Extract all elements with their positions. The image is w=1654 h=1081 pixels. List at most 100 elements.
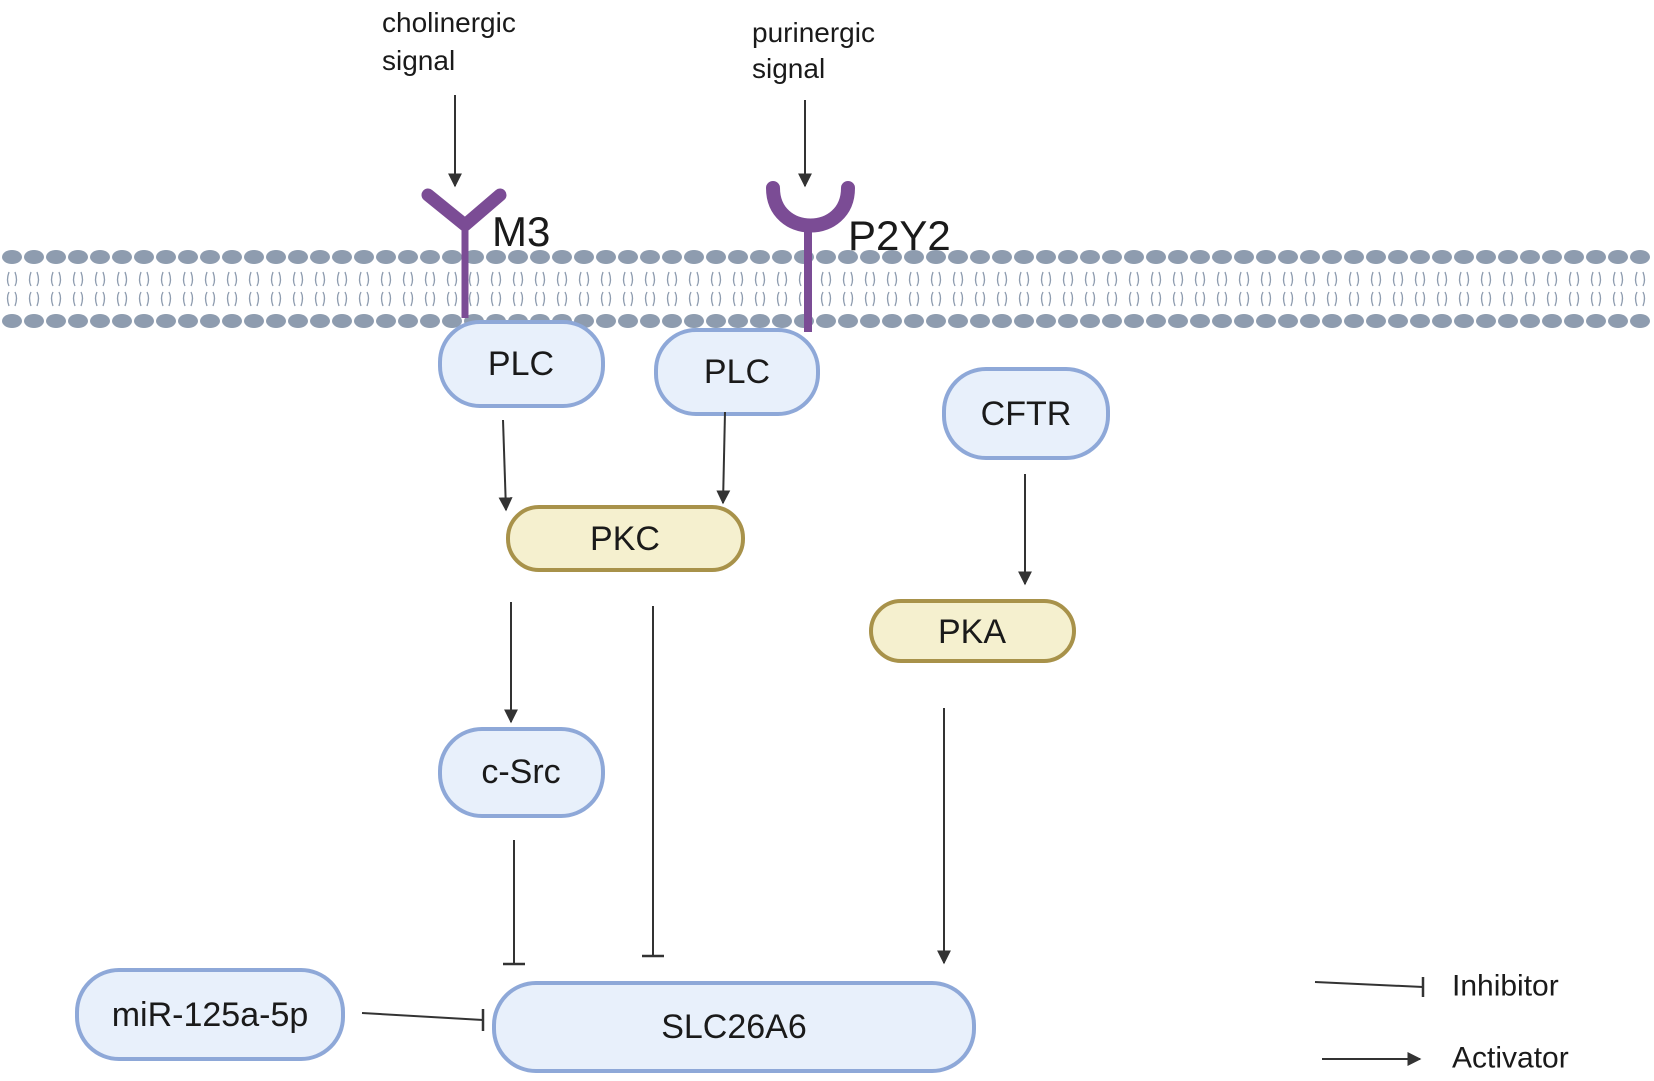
lipid-tail: [1598, 291, 1602, 307]
lipid-tail: [930, 271, 934, 287]
lipid-tail: [498, 291, 502, 307]
lipid-head-inner: [904, 314, 924, 328]
lipid-tail: [1070, 291, 1074, 307]
lipid-tail: [1158, 291, 1162, 307]
lipid-tail: [116, 271, 120, 287]
lipid-head-inner: [1322, 314, 1342, 328]
plc-right-label: PLC: [704, 353, 770, 391]
lipid-tail: [234, 271, 238, 287]
lipid-head-inner: [926, 314, 946, 328]
lipid-tail: [688, 271, 692, 287]
legend-inhibitor-label: Inhibitor: [1452, 970, 1559, 1003]
lipid-tail: [894, 271, 898, 287]
lipid-head-outer: [1432, 250, 1452, 264]
lipid-tail: [204, 291, 208, 307]
lipid-tail: [1414, 271, 1418, 287]
lipid-tail: [138, 291, 142, 307]
csrc-inhibits-slc26a6: [503, 840, 525, 966]
lipid-tail: [102, 271, 106, 287]
lipid-head-outer: [750, 250, 770, 264]
lipid-tail: [696, 271, 700, 287]
lipid-tail: [1400, 291, 1404, 307]
lipid-head-outer: [552, 250, 572, 264]
lipid-head-inner: [200, 314, 220, 328]
lipid-head-outer: [1234, 250, 1254, 264]
lipid-head-outer: [816, 250, 836, 264]
lipid-tail: [762, 291, 766, 307]
mir-label: miR-125a-5p: [112, 996, 309, 1034]
lipid-head-outer: [1410, 250, 1430, 264]
purinergic-signal-line2: signal: [752, 53, 825, 84]
lipid-head-outer: [1344, 250, 1364, 264]
lipid-tail: [1004, 291, 1008, 307]
lipid-tail: [1348, 271, 1352, 287]
lipid-tail: [1260, 291, 1264, 307]
lipid-tail: [996, 271, 1000, 287]
lipid-tail: [1392, 271, 1396, 287]
lipid-tail: [1092, 271, 1096, 287]
lipid-head-outer: [1366, 250, 1386, 264]
lipid-tail: [784, 291, 788, 307]
lipid-tail: [586, 271, 590, 287]
lipid-tail: [556, 271, 560, 287]
lipid-tail: [1598, 271, 1602, 287]
lipid-tail: [1466, 291, 1470, 307]
lipid-tail: [1026, 291, 1030, 307]
lipid-tail: [476, 291, 480, 307]
lipid-head-inner: [750, 314, 770, 328]
lipid-head-outer: [1608, 250, 1628, 264]
plc-right-to-pkc-arrow: [716, 411, 731, 505]
lipid-tail: [1172, 291, 1176, 307]
lipid-head-outer: [398, 250, 418, 264]
lipid-tail: [1590, 271, 1594, 287]
lipid-tail: [960, 291, 964, 307]
lipid-tail: [1238, 271, 1242, 287]
lipid-head-inner: [1080, 314, 1100, 328]
lipid-tail: [1488, 291, 1492, 307]
lipid-tail: [388, 271, 392, 287]
lipid-tail: [1114, 271, 1118, 287]
lipid-tail: [1290, 271, 1294, 287]
lipid-tail: [138, 271, 142, 287]
lipid-tail: [872, 291, 876, 307]
lipid-head-outer: [1542, 250, 1562, 264]
lipid-head-inner: [1476, 314, 1496, 328]
lipid-tail: [1392, 291, 1396, 307]
lipid-head-inner: [1432, 314, 1452, 328]
lipid-tail: [1136, 291, 1140, 307]
lipid-tail: [468, 291, 472, 307]
lipid-tail: [718, 271, 722, 287]
lipid-head-inner: [1520, 314, 1540, 328]
lipid-head-outer: [1520, 250, 1540, 264]
lipid-tail: [248, 291, 252, 307]
lipid-tail: [776, 271, 780, 287]
lipid-head-inner: [1410, 314, 1430, 328]
lipid-tail: [1568, 271, 1572, 287]
lipid-tail: [1334, 271, 1338, 287]
lipid-head-inner: [860, 314, 880, 328]
lipid-tail: [886, 291, 890, 307]
lipid-tail: [600, 291, 604, 307]
lipid-tail: [1246, 271, 1250, 287]
lipid-head-inner: [1366, 314, 1386, 328]
lipid-head-inner: [772, 314, 792, 328]
lipid-tail: [1612, 271, 1616, 287]
lipid-head-outer: [662, 250, 682, 264]
lipid-tail: [828, 291, 832, 307]
lipid-head-inner: [1234, 314, 1254, 328]
lipid-head-outer: [90, 250, 110, 264]
lipid-tail: [534, 271, 538, 287]
lipid-head-inner: [288, 314, 308, 328]
slc26a6-node: SLC26A6: [492, 981, 976, 1073]
lipid-tail: [1290, 291, 1294, 307]
lipid-tail: [160, 291, 164, 307]
lipid-head-outer: [420, 250, 440, 264]
lipid-tail: [270, 271, 274, 287]
lipid-tail: [644, 271, 648, 287]
lipid-tail: [732, 291, 736, 307]
lipid-tail: [402, 291, 406, 307]
cholinergic-signal-label: cholinergic signal: [382, 7, 524, 76]
lipid-tail: [476, 271, 480, 287]
lipid-head-outer: [1102, 250, 1122, 264]
lipid-head-inner: [1124, 314, 1144, 328]
